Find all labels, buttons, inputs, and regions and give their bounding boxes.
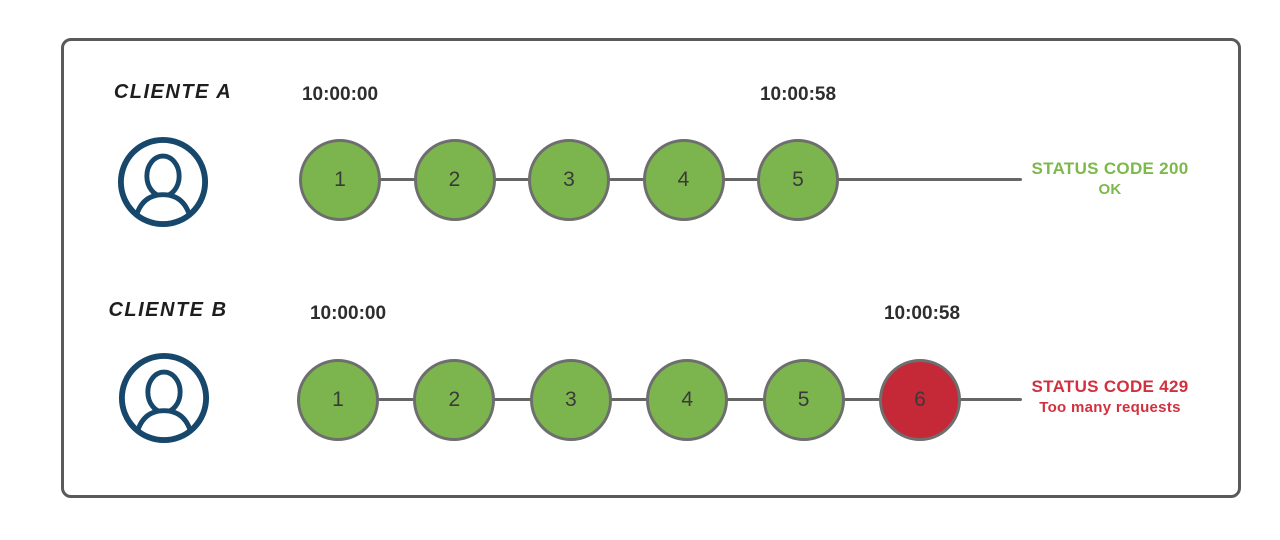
client-b-status: STATUS CODE 429 Too many requests bbox=[1022, 376, 1198, 418]
user-avatar-icon bbox=[116, 135, 210, 229]
request-circle-3: 3 bbox=[529, 359, 612, 441]
client-a-start-timestamp: 10:00:00 bbox=[301, 84, 379, 105]
request-circle-6-blocked: 6 bbox=[879, 359, 961, 441]
client-a-label: CLIENTE A bbox=[113, 81, 233, 103]
client-a-status: STATUS CODE 200 OK bbox=[1022, 158, 1198, 200]
user-avatar-icon bbox=[118, 352, 210, 444]
client-b-start-timestamp: 10:00:00 bbox=[309, 303, 387, 324]
user-avatar-icon bbox=[117, 351, 211, 445]
client-b-status-code: STATUS CODE 429 bbox=[1031, 377, 1189, 396]
request-circle-4: 4 bbox=[646, 359, 729, 441]
request-circle-3: 3 bbox=[528, 139, 610, 221]
client-a-status-code: STATUS CODE 200 bbox=[1031, 159, 1189, 178]
request-circle-1: 1 bbox=[299, 139, 381, 221]
client-b-label: CLIENTE B bbox=[108, 299, 228, 321]
request-circle-2: 2 bbox=[413, 359, 496, 441]
client-a-status-message: OK bbox=[1098, 181, 1122, 198]
request-circle-1: 1 bbox=[297, 359, 379, 441]
client-b-end-timestamp: 10:00:58 bbox=[883, 303, 961, 324]
user-avatar-icon bbox=[117, 136, 209, 228]
request-circle-4: 4 bbox=[642, 139, 725, 221]
diagram-frame bbox=[61, 38, 1241, 498]
client-a-end-timestamp: 10:00:58 bbox=[759, 84, 837, 105]
request-circle-2: 2 bbox=[413, 139, 496, 221]
client-b-status-message: Too many requests bbox=[1039, 399, 1181, 416]
request-circle-5: 5 bbox=[757, 139, 839, 221]
request-circle-5: 5 bbox=[762, 359, 845, 441]
